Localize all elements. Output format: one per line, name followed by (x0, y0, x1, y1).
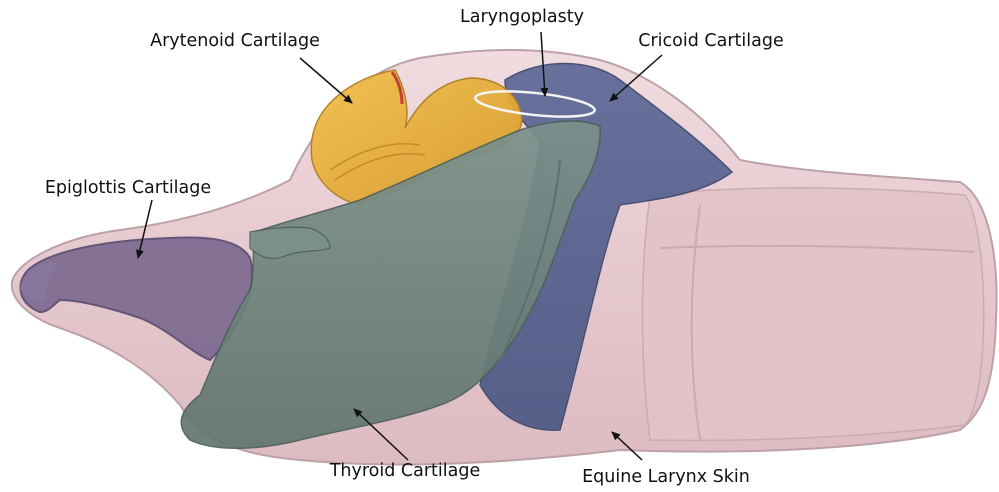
label-thyroid-cartilage: Thyroid Cartilage (329, 461, 481, 481)
label-epiglottis-cartilage: Epiglottis Cartilage (45, 178, 211, 198)
label-equine-larynx-skin: Equine Larynx Skin (582, 467, 750, 487)
trachea-cylinder (643, 188, 984, 441)
arrow-arytenoid (300, 58, 352, 103)
label-cricoid-cartilage: Cricoid Cartilage (638, 31, 783, 51)
label-arytenoid-cartilage: Arytenoid Cartilage (150, 31, 320, 51)
label-laryngoplasty: Laryngoplasty (460, 7, 584, 27)
